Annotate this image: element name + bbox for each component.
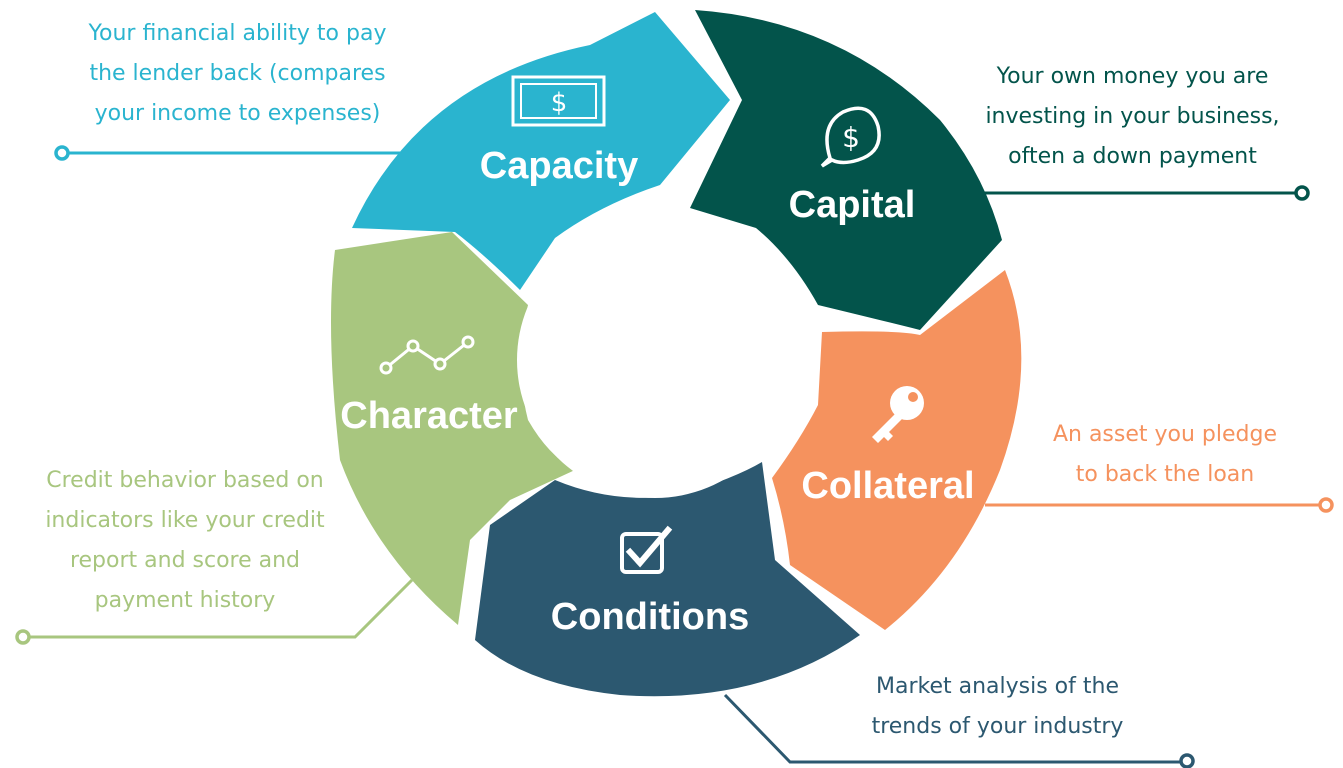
collateral-title: Collateral — [801, 465, 974, 507]
character-description: Credit behavior based on indicators like… — [25, 461, 345, 621]
capital-description-line: Your own money you are — [996, 64, 1269, 89]
character-title: Character — [340, 395, 518, 437]
collateral-description-line: to back the loan — [1075, 462, 1255, 487]
key-icon — [872, 386, 924, 443]
capital-description-line: investing in your business, — [985, 104, 1280, 129]
character-description-line: indicators like your credit — [45, 508, 325, 533]
dollar-bill-icon: $ — [511, 75, 606, 127]
center-hole — [517, 222, 793, 498]
trend-line-icon — [379, 335, 475, 375]
character-description-line: payment history — [94, 588, 276, 613]
capacity-connector — [54, 145, 400, 161]
character-segment — [331, 232, 575, 625]
capacity-description-line: Your financial ability to pay — [88, 21, 387, 46]
conditions-description: Market analysis of the trends of your in… — [835, 667, 1160, 747]
collateral-description: An asset you pledge to back the loan — [1030, 415, 1300, 495]
collateral-description-line: An asset you pledge — [1052, 422, 1278, 447]
capacity-segment — [352, 12, 730, 290]
capacity-description: Your financial ability to pay the lender… — [40, 14, 435, 134]
dollar-speech-bubble-icon: $ — [820, 106, 881, 168]
capacity-title: Capacity — [480, 145, 638, 187]
character-description-line: Credit behavior based on — [46, 468, 324, 493]
capital-description-line: often a down payment — [1008, 144, 1257, 169]
conditions-description-line: Market analysis of the — [876, 674, 1119, 699]
capacity-description-line: your income to expenses) — [94, 101, 381, 126]
character-description-line: report and score and — [69, 548, 301, 573]
capital-title: Capital — [789, 184, 916, 226]
checkbox-icon — [620, 525, 673, 574]
conditions-segment — [475, 462, 860, 697]
conditions-title: Conditions — [551, 596, 749, 638]
svg-text:$: $ — [842, 121, 860, 154]
conditions-connector — [723, 693, 1195, 768]
svg-text:$: $ — [551, 88, 568, 118]
conditions-description-line: trends of your industry — [871, 714, 1124, 739]
capital-description: Your own money you are investing in your… — [960, 57, 1305, 177]
capital-connector — [980, 185, 1310, 201]
capital-segment — [690, 10, 1002, 330]
collateral-segment — [772, 270, 1022, 630]
character-connector — [15, 578, 414, 645]
capacity-description-line: the lender back (compares — [89, 61, 386, 86]
collateral-connector — [985, 497, 1334, 513]
